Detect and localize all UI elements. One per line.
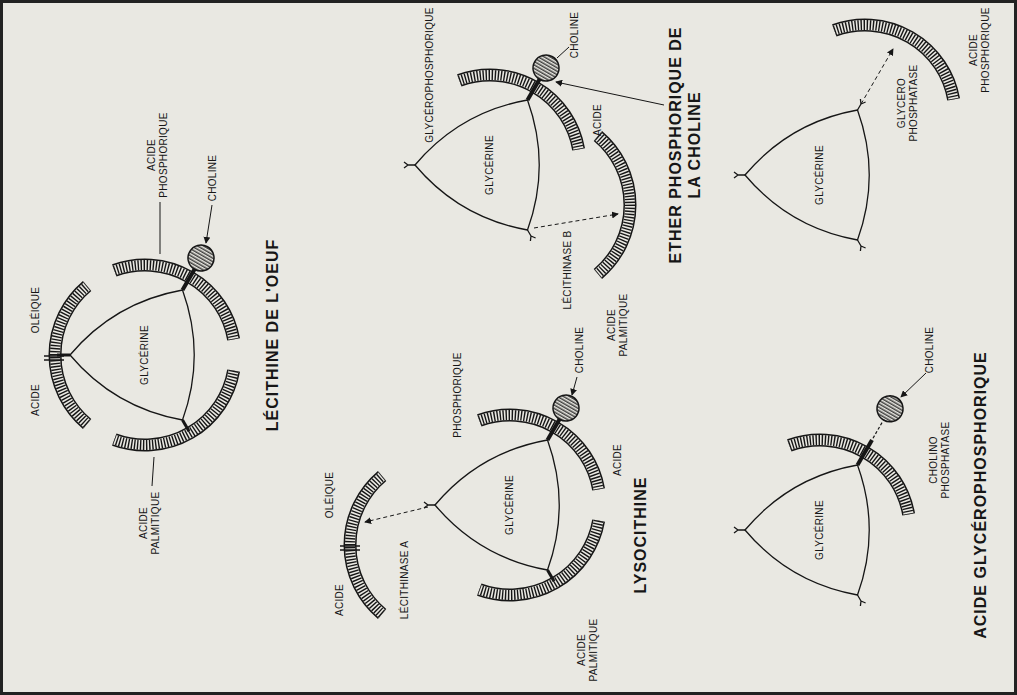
node-text: GLYCÉRINE <box>484 90 496 240</box>
glycerol-shape: GLYCÉRINE <box>65 280 190 430</box>
part-label: LÉCITHINASE B <box>562 231 574 310</box>
part-label: CHOLINE <box>924 327 936 374</box>
node-text: GLYCÉRINE <box>504 430 516 580</box>
part-label: ACIDE PALMITIQUE <box>606 289 630 361</box>
glycerol-outline <box>740 100 865 250</box>
glycerol-figure <box>734 99 866 251</box>
figure-caption: LÉCITHINE DE L'OEUF <box>263 239 282 432</box>
part-label: ACIDE <box>334 584 346 616</box>
double-bond-mark <box>44 356 64 360</box>
glycerol-outline <box>65 280 190 430</box>
part-label: ACIDE PALMITIQUE <box>576 614 600 686</box>
leader-lines <box>152 202 212 486</box>
leader-lines <box>861 49 893 104</box>
released-palmitic-band <box>598 136 630 274</box>
part-label: ACIDE PALMITIQUE <box>138 487 162 559</box>
part-label: ACIDE PHOSPHORIQUE <box>968 6 992 94</box>
leader-lines <box>534 47 664 228</box>
glycerol-outline <box>430 430 555 580</box>
part-label: OLÉIQUE <box>324 472 336 519</box>
part-label: ACIDE <box>612 444 624 476</box>
leader-lines <box>901 373 926 397</box>
released-oleic-band <box>350 476 382 614</box>
glycerophosphoric-figure <box>734 391 925 606</box>
part-label: CHOLINE <box>207 155 219 202</box>
part-label: OLÉIQUE <box>30 287 42 334</box>
part-label: ACIDE PHOSPHORIQUE <box>146 111 170 199</box>
part-label: CHOLINE <box>574 327 586 374</box>
leader-lines <box>365 377 577 522</box>
glycerol-shape: GLYCÉRINE <box>740 100 865 250</box>
glycerol-shape: GLYCÉRINE <box>740 455 865 605</box>
part-label: CHOLINO PHOSPHATASE <box>928 420 952 500</box>
part-label: PHOSPHORIQUE <box>452 352 464 437</box>
part-label: ACIDE <box>30 384 42 416</box>
figure-caption: ACIDE GLYCÉROPHOSPHORIQUE <box>971 351 990 639</box>
part-label: CHOLINE <box>569 12 581 59</box>
glycerol-outline <box>740 455 865 605</box>
part-label: GLYCERO PHOSPHATASE <box>896 63 920 143</box>
node-text: GLYCÉRINE <box>139 280 151 430</box>
part-label: LÉCITHINASE A <box>399 541 411 619</box>
glycerol-shape: GLYCÉRINE <box>430 430 555 580</box>
figure-caption: ETHER PHOSPHORIQUE DE LA CHOLINE <box>666 20 704 270</box>
figure-caption: LYSOCITHINE <box>631 476 650 593</box>
node-text: GLYCÉRINE <box>814 455 826 605</box>
part-label: ACIDE <box>592 104 604 136</box>
lecithin-figure <box>55 240 250 467</box>
node-text: GLYCÉRINE <box>814 100 826 250</box>
double-bond-mark <box>340 546 360 550</box>
part-label: GLYCÉROPHOSPHORIQUE <box>424 7 436 143</box>
